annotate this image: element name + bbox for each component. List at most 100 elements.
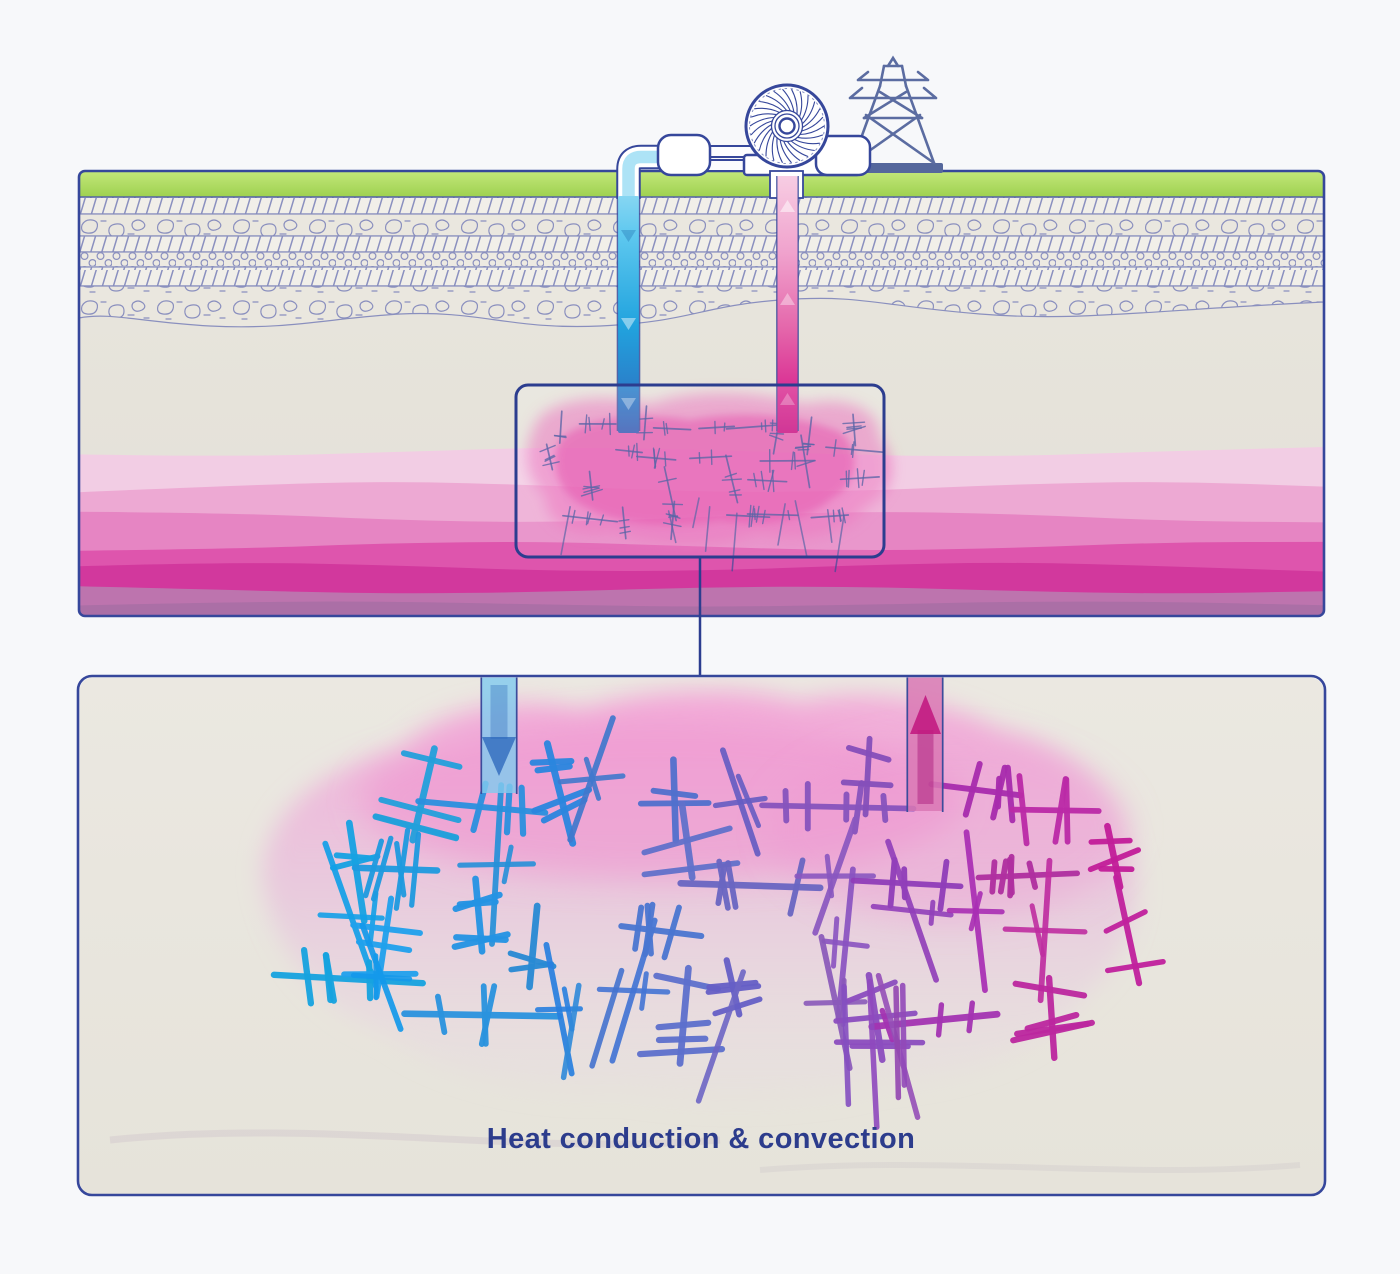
fracture-line — [542, 461, 560, 467]
fracture-line — [728, 489, 741, 493]
fracture-line — [771, 419, 774, 432]
fracture-line — [989, 859, 998, 895]
fracture-line — [935, 1002, 945, 1038]
fracture-line — [596, 986, 671, 995]
turbine-blade — [791, 89, 798, 115]
fracture-line — [480, 983, 489, 1047]
plant-tank-icon — [656, 133, 712, 177]
fracture-line — [539, 444, 556, 453]
fracture-line — [725, 514, 771, 519]
sedimentary-strata — [79, 196, 1324, 328]
fracture-line — [1002, 926, 1088, 935]
fracture-line — [366, 959, 374, 1002]
fracture-line — [840, 779, 894, 789]
fracture-line — [1009, 806, 1102, 814]
turbine-blade — [798, 91, 803, 118]
fracture-line — [270, 971, 426, 987]
fracture-line — [529, 757, 575, 766]
rock-texture-line — [759, 1162, 1301, 1173]
turbine-blade — [779, 139, 792, 164]
fracture-line — [621, 506, 627, 540]
stratum-pattern — [79, 266, 1324, 287]
fracture-line — [724, 472, 737, 478]
fracture-line — [870, 903, 954, 918]
fracture-line — [824, 853, 835, 899]
fracture-line — [394, 840, 407, 898]
fracture-line — [937, 858, 950, 912]
injection-well — [616, 196, 641, 433]
injection-wellhead-pipe — [616, 144, 668, 199]
fracture-line — [769, 434, 784, 441]
fracture-line — [846, 745, 892, 763]
fracture-line — [637, 417, 654, 420]
fracture-line — [899, 982, 908, 1088]
hot-flow-arrow-up — [780, 293, 795, 305]
fracture-line — [518, 784, 527, 837]
rock-texture-line — [109, 1129, 721, 1148]
heat-glow — [770, 740, 1130, 920]
fracture-line — [928, 781, 1024, 799]
fracture-line — [966, 1000, 975, 1034]
turbine-blade — [786, 141, 809, 158]
fracture-line — [760, 470, 765, 491]
stratum-pattern — [79, 285, 1324, 328]
panel-caption: Heat conduction & convection — [487, 1123, 916, 1155]
fracture-line — [503, 783, 513, 836]
reservoir-panel-border — [76, 674, 1327, 1197]
fracture-line — [378, 796, 462, 824]
fracture-line — [750, 505, 755, 528]
stratum-pattern — [79, 235, 1324, 253]
fracture-line — [995, 775, 1003, 810]
fracture-line — [400, 750, 463, 770]
fracture-line — [553, 434, 567, 439]
fracture-line — [748, 504, 752, 528]
fracture-line — [434, 993, 448, 1035]
fracture-line — [735, 773, 761, 829]
turbine-blade — [753, 124, 772, 144]
fracture-line — [585, 511, 589, 526]
fracture-line — [1063, 776, 1071, 845]
fracture-line — [997, 858, 1009, 895]
fracture-line — [544, 455, 556, 462]
fracture-line — [692, 497, 700, 529]
fracture-line — [544, 454, 555, 461]
fracture-line — [588, 470, 594, 501]
fracture-line — [665, 422, 669, 435]
fracture-line — [842, 425, 866, 435]
fracture-line — [608, 412, 611, 436]
fracture-line — [657, 477, 677, 483]
cold-flow-arrow-down — [621, 398, 636, 410]
fracture-line — [507, 950, 557, 970]
turbine-blade — [799, 125, 825, 136]
fracture-line — [893, 985, 902, 1101]
fracture-line — [333, 852, 376, 862]
fracture-line — [689, 455, 733, 460]
fracture-line — [619, 530, 631, 534]
turbine-blade — [759, 100, 784, 112]
fracture-line — [1088, 837, 1133, 845]
stratum-pattern — [79, 213, 1324, 237]
fracture-line — [1012, 980, 1088, 999]
fracture-line — [345, 819, 368, 925]
fracture-line — [655, 1035, 709, 1044]
fracture-line — [880, 792, 889, 823]
turbine-blade — [758, 127, 773, 151]
heat-plume-inner — [555, 414, 855, 525]
fracture-line — [619, 525, 630, 529]
overview-panel — [79, 171, 1324, 616]
fracture-line — [861, 469, 865, 486]
fracture-line — [409, 831, 422, 908]
turbine-blade — [782, 88, 795, 113]
fracture-line — [962, 761, 983, 818]
fracture-line — [706, 979, 759, 990]
turbine-icon — [744, 83, 830, 169]
cold-flow-arrow-down — [621, 318, 636, 330]
hot-arrow-shaft — [917, 730, 934, 804]
fracture-line — [1026, 860, 1038, 890]
fracture-line — [631, 444, 636, 459]
fracture-line — [1087, 847, 1141, 873]
fracture-line — [787, 857, 806, 917]
fracture-line — [731, 512, 738, 572]
fracture-line — [800, 434, 811, 489]
fracture-line — [712, 795, 768, 809]
